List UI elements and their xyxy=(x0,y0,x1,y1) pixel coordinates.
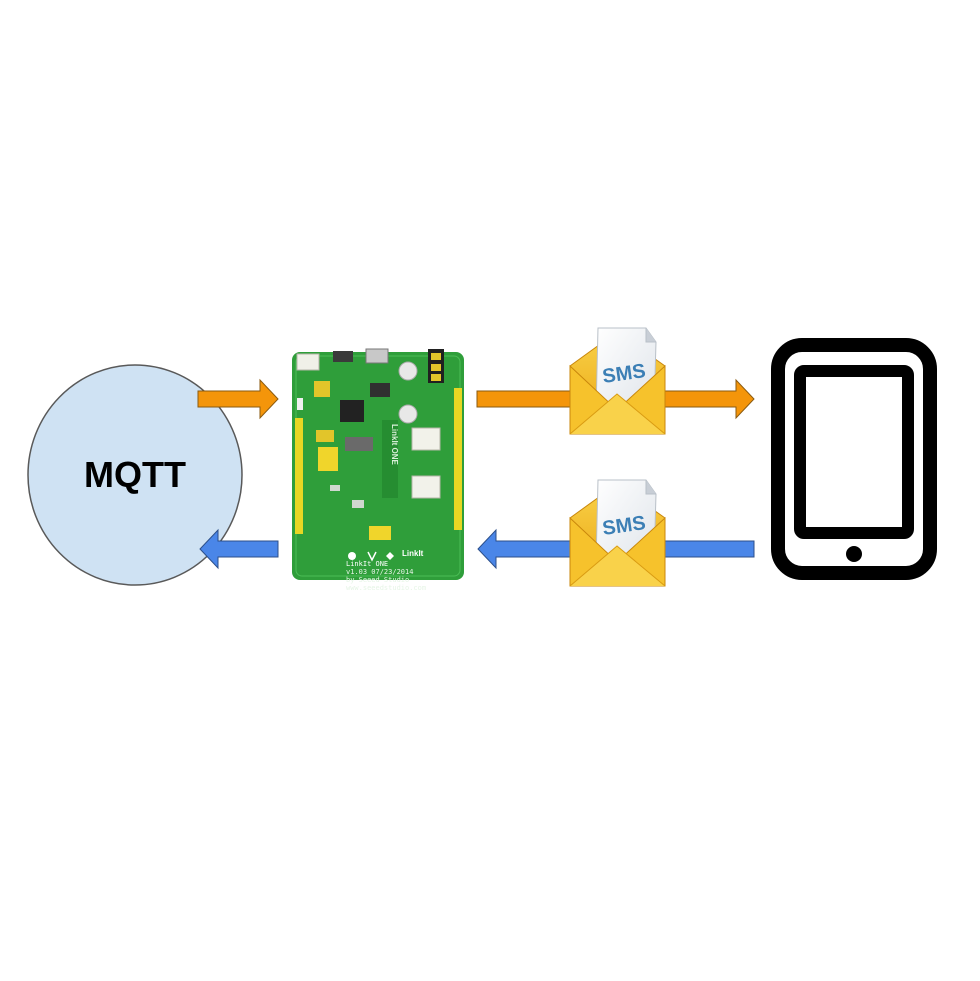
mqtt-label: MQTT xyxy=(84,454,186,495)
phone-device-icon xyxy=(771,338,937,580)
linkit-logo-icon xyxy=(386,552,394,560)
board-maker: by Seeed Studio xyxy=(346,576,409,584)
arrow-phone-to-board xyxy=(477,528,755,570)
board-pcb xyxy=(292,352,464,580)
arrow-board-to-mqtt xyxy=(199,528,279,570)
sms-envelope-top: SMS xyxy=(569,327,666,435)
sms-envelope-bottom: SMS xyxy=(569,479,666,587)
phone-home-button xyxy=(846,546,862,562)
leaf-logo-icon xyxy=(367,551,377,562)
board-vertical-label: LinkIt ONE xyxy=(390,424,399,466)
phone-screen xyxy=(794,365,914,539)
usb-port xyxy=(365,348,389,364)
mqtt-node: MQTT xyxy=(27,364,243,586)
arrow-mqtt-to-board xyxy=(197,378,279,420)
board-version: v1.03 07/23/2014 xyxy=(346,568,413,576)
board-brand: LinkIt xyxy=(402,549,424,558)
linkit-one-board: LinkIt ONE LinkIt LinkIt ONE v1.03 07/23… xyxy=(292,348,464,592)
phone-body xyxy=(771,338,937,580)
arrow-board-to-phone xyxy=(476,378,755,420)
seeed-logo-icon xyxy=(348,552,356,560)
board-model: LinkIt ONE xyxy=(346,560,388,568)
left-header xyxy=(295,418,303,534)
mqtt-circle xyxy=(27,364,243,586)
board-url: www.seeedstudio.com xyxy=(346,584,426,592)
right-header xyxy=(454,388,462,530)
